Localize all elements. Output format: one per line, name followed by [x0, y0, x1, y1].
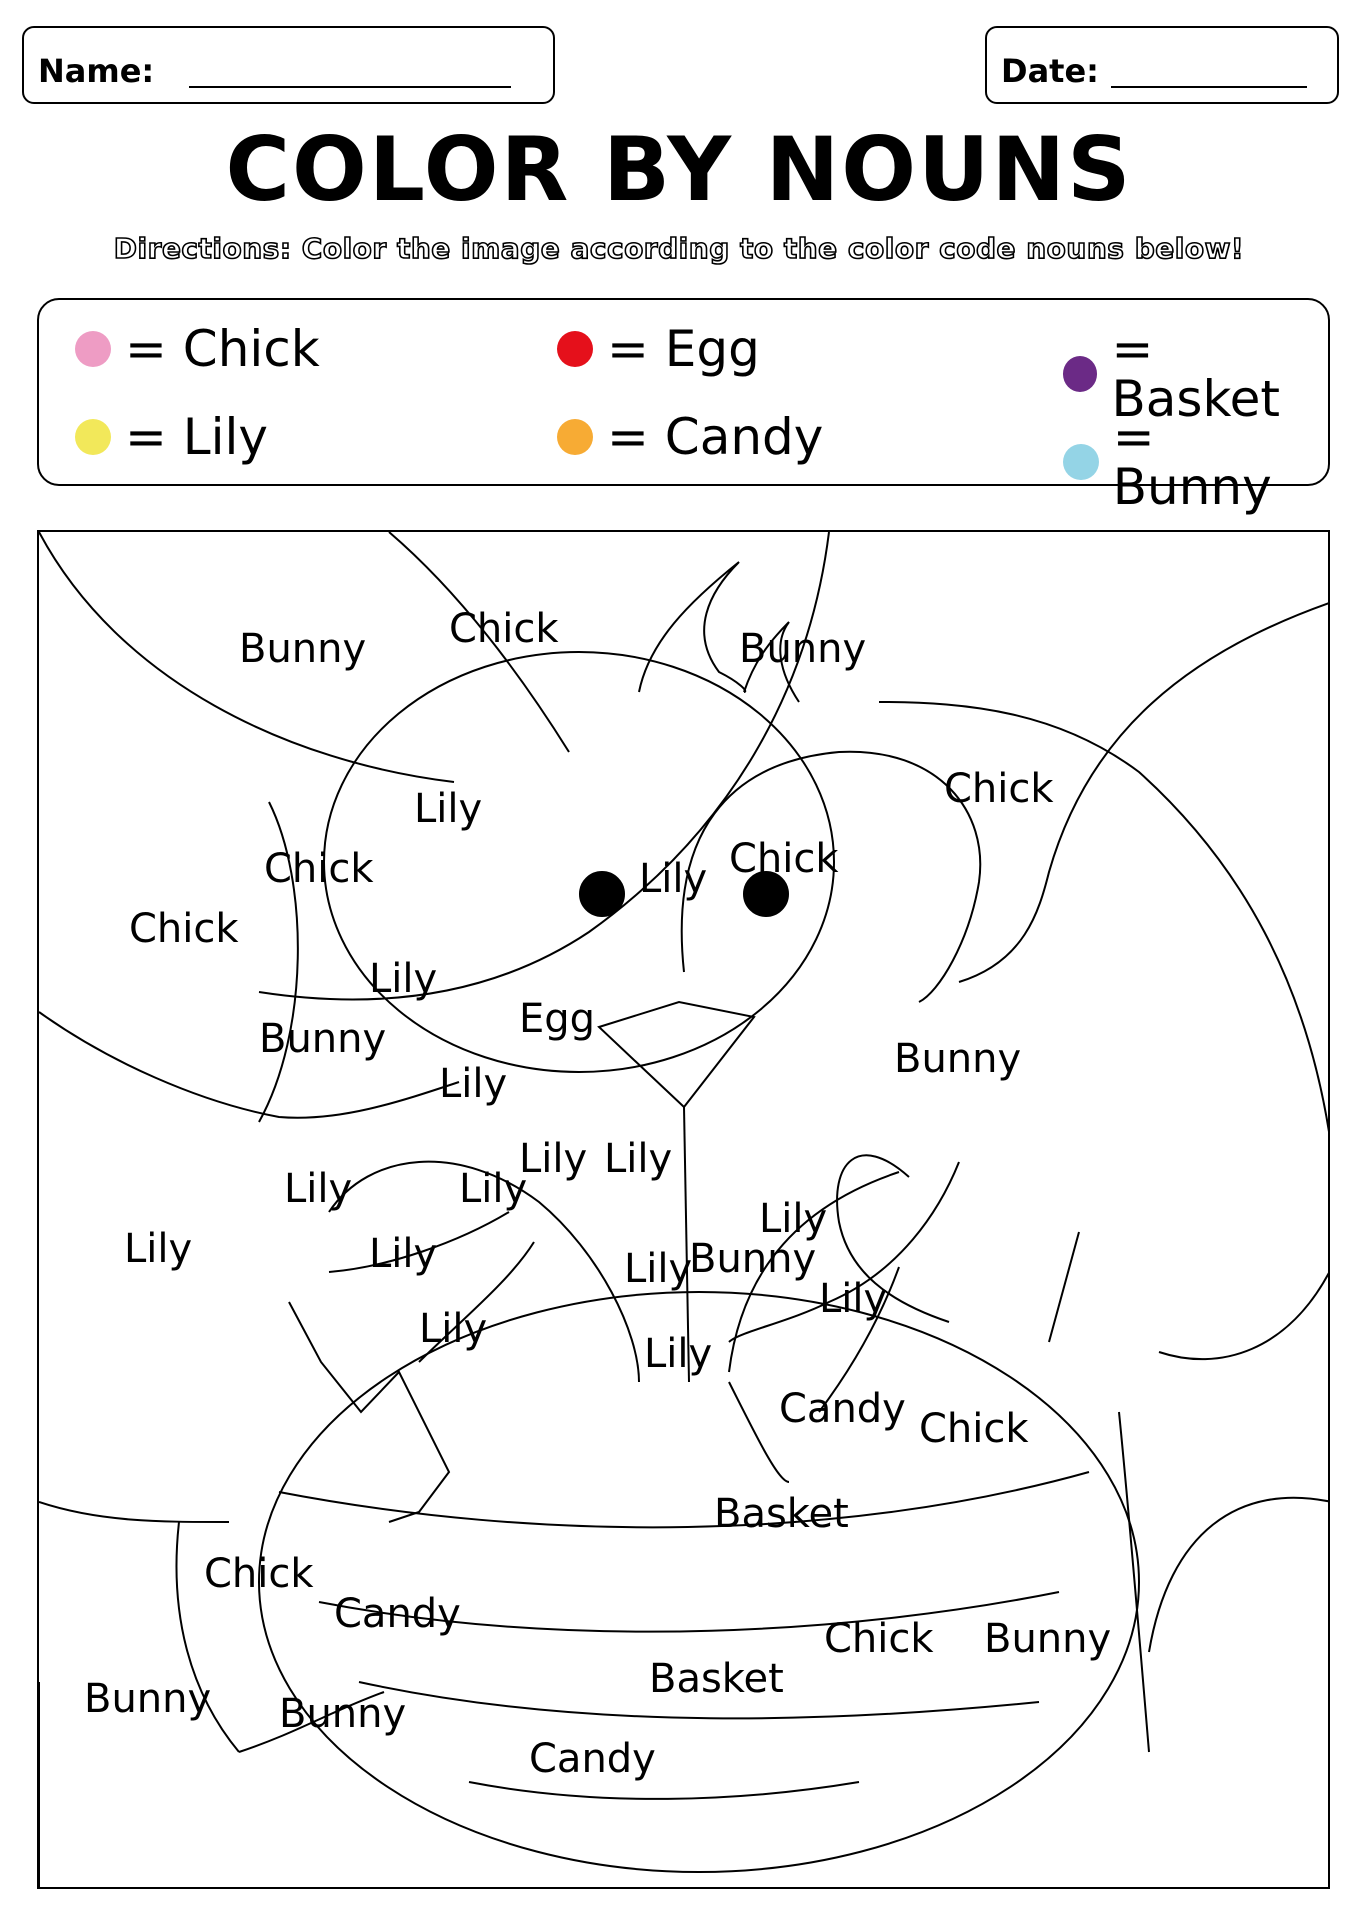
region-label-chick: Chick — [129, 906, 239, 952]
region-label-lily: Lily — [644, 1331, 712, 1377]
legend-item-candy: = Candy — [557, 412, 823, 462]
region-label-chick: Chick — [264, 846, 374, 892]
region-label-candy: Candy — [529, 1736, 656, 1782]
region-label-basket: Basket — [649, 1656, 784, 1702]
region-label-chick: Chick — [204, 1551, 314, 1597]
date-label: Date: — [1001, 52, 1099, 90]
legend-label-lily: = Lily — [125, 408, 269, 466]
region-label-bunny: Bunny — [84, 1676, 211, 1722]
color-key-legend: = Chick = Egg = Basket = Lily = Candy = … — [37, 298, 1330, 512]
name-write-line[interactable] — [189, 86, 511, 88]
legend-label-chick: = Chick — [125, 320, 320, 378]
region-label-chick: Chick — [919, 1406, 1029, 1452]
region-label-lily: Lily — [624, 1246, 692, 1292]
region-label-lily: Lily — [519, 1136, 587, 1182]
region-label-bunny: Bunny — [739, 626, 866, 672]
region-label-bunny: Bunny — [279, 1691, 406, 1737]
region-label-chick: Chick — [449, 606, 559, 652]
name-field[interactable]: Name: — [22, 26, 555, 104]
directions-text: Directions: Color the image according to… — [113, 231, 1245, 266]
name-label: Name: — [38, 52, 155, 90]
region-label-candy: Candy — [779, 1386, 906, 1432]
legend-item-basket: = Basket — [1063, 324, 1328, 424]
region-label-lily: Lily — [124, 1226, 192, 1272]
yellow-dot-icon — [75, 419, 111, 455]
region-label-chick: Chick — [824, 1616, 934, 1662]
chick-outline-drawing[interactable] — [39, 532, 1330, 1889]
red-dot-icon — [557, 331, 593, 367]
region-label-basket: Basket — [714, 1491, 849, 1537]
region-label-bunny: Bunny — [984, 1616, 1111, 1662]
date-field[interactable]: Date: — [985, 26, 1339, 104]
legend-label-bunny: = Bunny — [1112, 408, 1272, 516]
region-label-lily: Lily — [459, 1166, 527, 1212]
region-label-lily: Lily — [369, 956, 437, 1002]
region-label-bunny: Bunny — [689, 1236, 816, 1282]
region-label-lily: Lily — [639, 856, 707, 902]
region-label-chick: Chick — [944, 766, 1054, 812]
legend-label-egg: = Egg — [607, 320, 760, 378]
region-label-chick: Chick — [729, 836, 839, 882]
legend-label-candy: = Candy — [607, 408, 824, 466]
region-label-lily: Lily — [819, 1276, 887, 1322]
page-title: COLOR BY NOUNS — [225, 118, 1133, 221]
region-label-lily: Lily — [439, 1061, 507, 1107]
legend-item-lily: = Lily — [75, 412, 268, 462]
region-label-bunny: Bunny — [894, 1036, 1021, 1082]
date-write-line[interactable] — [1111, 86, 1307, 88]
region-label-candy: Candy — [334, 1591, 461, 1637]
region-label-lily: Lily — [759, 1196, 827, 1242]
region-label-lily: Lily — [604, 1136, 672, 1182]
region-label-lily: Lily — [419, 1306, 487, 1352]
orange-dot-icon — [557, 419, 593, 455]
region-label-egg: Egg — [519, 996, 595, 1042]
region-label-bunny: Bunny — [239, 626, 366, 672]
region-label-lily: Lily — [414, 786, 482, 832]
region-label-bunny: Bunny — [259, 1016, 386, 1062]
light-blue-dot-icon — [1063, 444, 1099, 480]
region-label-lily: Lily — [369, 1231, 437, 1277]
purple-dot-icon — [1063, 356, 1098, 392]
legend-item-chick: = Chick — [75, 324, 320, 374]
legend-label-basket: = Basket — [1111, 320, 1280, 428]
legend-item-egg: = Egg — [557, 324, 760, 374]
pink-dot-icon — [75, 331, 111, 367]
legend-item-bunny: = Bunny — [1063, 412, 1328, 512]
region-label-lily: Lily — [284, 1166, 352, 1212]
